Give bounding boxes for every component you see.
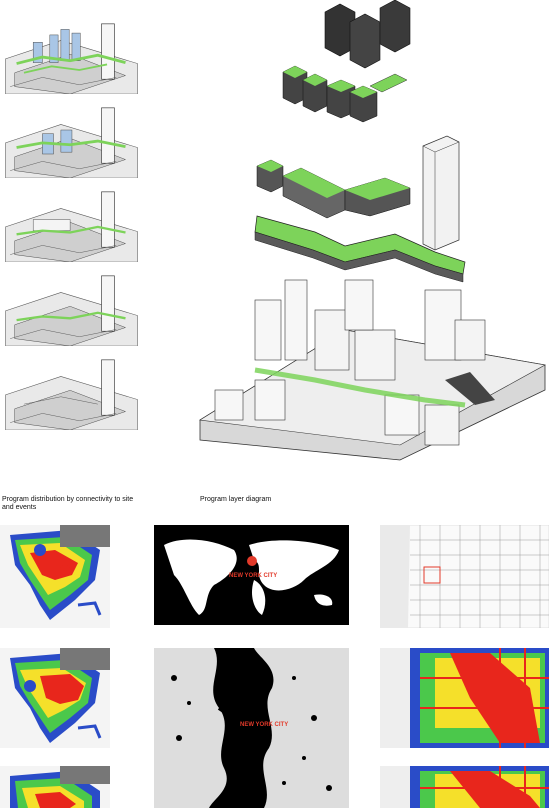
site-heatmap-2 [380, 766, 549, 808]
site-plan-grid [380, 525, 549, 628]
massing-thumb-1 [0, 22, 143, 94]
heatmap-americas-3 [0, 766, 110, 808]
heatmap-americas-1 [0, 525, 110, 628]
exploded-axonometric [195, 0, 549, 462]
massing-thumb-4 [0, 274, 143, 346]
region-landmass [154, 648, 349, 808]
city-base [200, 280, 545, 460]
green-roof-blocks [283, 66, 407, 122]
massing-thumb-5 [0, 358, 143, 430]
world-map: NEW YORK CITY [154, 525, 349, 625]
world-map-city-label: NEW YORK CITY [229, 573, 277, 579]
massing-thumb-3 [0, 190, 143, 262]
mid-rise-blocks [257, 160, 410, 218]
region-map: NEW YORK CITY [154, 648, 349, 808]
caption-program-distribution: Program distribution by connectivity to … [2, 496, 142, 512]
caption-program-layer: Program layer diagram [200, 496, 340, 504]
massing-thumb-2 [0, 106, 143, 178]
site-heatmap-1 [380, 648, 549, 748]
tall-tower [423, 136, 459, 250]
heatmap-americas-2 [0, 648, 110, 748]
residential-towers [325, 0, 410, 68]
region-map-city-label: NEW YORK CITY [240, 722, 288, 728]
